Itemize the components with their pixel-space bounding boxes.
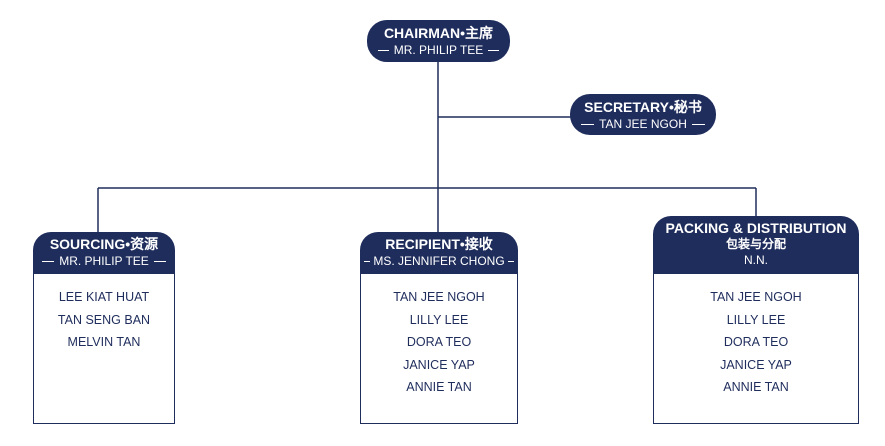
- list-item: DORA TEO: [723, 335, 789, 349]
- divider: [42, 260, 55, 262]
- divider: [507, 260, 514, 262]
- secretary-name: TAN JEE NGOH: [599, 117, 687, 131]
- list-item: LEE KIAT HUAT: [58, 290, 150, 304]
- divider: [364, 260, 371, 262]
- recipient-head-name: MS. JENNIFER CHONG: [373, 254, 505, 268]
- list-item: TAN SENG BAN: [57, 312, 151, 327]
- list-item: JANICE YAP: [720, 357, 792, 372]
- chairman-title: CHAIRMAN•主席: [383, 25, 494, 41]
- secretary-box: SECRETARY•秘书 TAN JEE NGOH: [570, 94, 716, 135]
- divider: [581, 123, 595, 125]
- list-item: LILLY LEE: [726, 312, 786, 327]
- list-item: LILLY LEE: [409, 312, 469, 327]
- sourcing-header: SOURCING•资源 MR. PHILIP TEE: [33, 232, 175, 274]
- divider: [691, 123, 706, 125]
- list-item: ANNIE TAN: [406, 380, 472, 394]
- chairman-name: MR. PHILIP TEE: [393, 43, 484, 57]
- list-item: JANICE YAP: [403, 357, 475, 372]
- recipient-title: RECIPIENT•接收: [385, 236, 493, 252]
- sourcing-head-name: MR. PHILIP TEE: [59, 254, 149, 268]
- packing-title-cn: 包装与分配: [725, 237, 786, 251]
- sourcing-member-list: LEE KIAT HUAT TAN SENG BAN MELVIN TAN: [34, 286, 174, 354]
- recipient-header: RECIPIENT•接收 MS. JENNIFER CHONG: [360, 232, 518, 274]
- packing-members-box: TAN JEE NGOH LILLY LEE DORA TEO JANICE Y…: [653, 274, 859, 424]
- list-item: MELVIN TAN: [67, 335, 141, 349]
- recipient-member-list: TAN JEE NGOH LILLY LEE DORA TEO JANICE Y…: [361, 286, 517, 399]
- divider: [488, 49, 499, 51]
- list-item: TAN JEE NGOH: [393, 290, 485, 304]
- sourcing-title: SOURCING•资源: [49, 236, 159, 252]
- divider: [153, 260, 166, 262]
- list-item: TAN JEE NGOH: [710, 290, 802, 304]
- packing-member-list: TAN JEE NGOH LILLY LEE DORA TEO JANICE Y…: [654, 286, 858, 399]
- secretary-title: SECRETARY•秘书: [584, 99, 702, 115]
- list-item: DORA TEO: [406, 335, 472, 349]
- packing-title: PACKING & DISTRIBUTION: [665, 220, 847, 236]
- packing-header: PACKING & DISTRIBUTION 包装与分配 N.N.: [653, 216, 859, 274]
- list-item: ANNIE TAN: [723, 380, 789, 394]
- chairman-box: CHAIRMAN•主席 MR. PHILIP TEE: [367, 20, 510, 62]
- recipient-members-box: TAN JEE NGOH LILLY LEE DORA TEO JANICE Y…: [360, 274, 518, 424]
- packing-head-name: N.N.: [744, 253, 768, 267]
- divider: [378, 49, 389, 51]
- sourcing-members-box: LEE KIAT HUAT TAN SENG BAN MELVIN TAN: [33, 274, 175, 424]
